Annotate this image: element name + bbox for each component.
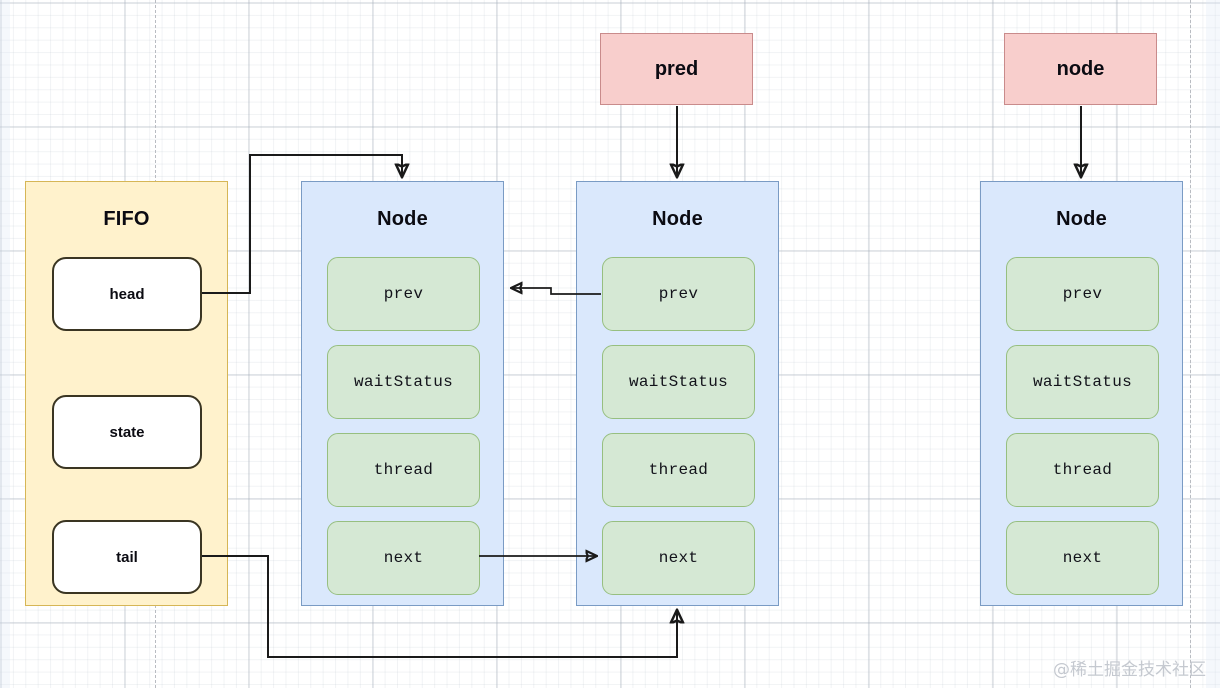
node-3-field-thread[interactable]: thread [1006, 433, 1159, 507]
node-1-title: Node [377, 208, 428, 230]
node-1-field-waitstatus-label: waitStatus [353, 373, 453, 391]
fifo-title: FIFO [103, 208, 150, 230]
fifo-field-head-label: head [109, 285, 145, 303]
node-2-field-next-label: next [658, 549, 699, 567]
fifo-field-tail-label: tail [116, 548, 138, 566]
node-panel-1[interactable]: Node prev waitStatus thread next [301, 181, 504, 606]
node-2-field-next[interactable]: next [602, 521, 755, 595]
node-3-field-waitstatus-label: waitStatus [1032, 373, 1132, 391]
fifo-field-state[interactable]: state [52, 395, 202, 469]
pointer-label-node: node [1056, 57, 1105, 80]
node-3-field-waitstatus[interactable]: waitStatus [1006, 345, 1159, 419]
left-edge-tint [0, 0, 10, 688]
node-1-field-prev[interactable]: prev [327, 257, 480, 331]
node-3-field-next[interactable]: next [1006, 521, 1159, 595]
watermark-text: @稀土掘金技术社区 [1053, 660, 1206, 680]
fifo-field-head[interactable]: head [52, 257, 202, 331]
dashed-guide-right [1190, 0, 1191, 688]
node-2-field-thread[interactable]: thread [602, 433, 755, 507]
node-2-field-waitstatus-label: waitStatus [628, 373, 728, 391]
node-panel-2[interactable]: Node prev waitStatus thread next [576, 181, 779, 606]
node-3-field-next-label: next [1062, 549, 1103, 567]
node-3-field-prev-label: prev [1062, 285, 1103, 303]
node-2-field-prev[interactable]: prev [602, 257, 755, 331]
right-edge-tint [1206, 0, 1220, 688]
node-1-field-next-label: next [383, 549, 424, 567]
node-1-field-thread-label: thread [373, 461, 434, 479]
pointer-label-pred: pred [654, 57, 699, 80]
node-2-title: Node [652, 208, 703, 230]
node-panel-3[interactable]: Node prev waitStatus thread next [980, 181, 1183, 606]
fifo-panel[interactable]: FIFO head state tail [25, 181, 228, 606]
node-3-field-prev[interactable]: prev [1006, 257, 1159, 331]
fifo-field-tail[interactable]: tail [52, 520, 202, 594]
node-1-field-thread[interactable]: thread [327, 433, 480, 507]
node-1-field-prev-label: prev [383, 285, 424, 303]
node-1-field-waitstatus[interactable]: waitStatus [327, 345, 480, 419]
pointer-box-pred[interactable]: pred [600, 33, 753, 105]
node-3-title: Node [1056, 208, 1107, 230]
node-3-field-thread-label: thread [1052, 461, 1113, 479]
node-2-field-thread-label: thread [648, 461, 709, 479]
node-1-field-next[interactable]: next [327, 521, 480, 595]
fifo-field-state-label: state [109, 423, 145, 441]
node-2-field-waitstatus[interactable]: waitStatus [602, 345, 755, 419]
pointer-box-node[interactable]: node [1004, 33, 1157, 105]
node-2-field-prev-label: prev [658, 285, 699, 303]
